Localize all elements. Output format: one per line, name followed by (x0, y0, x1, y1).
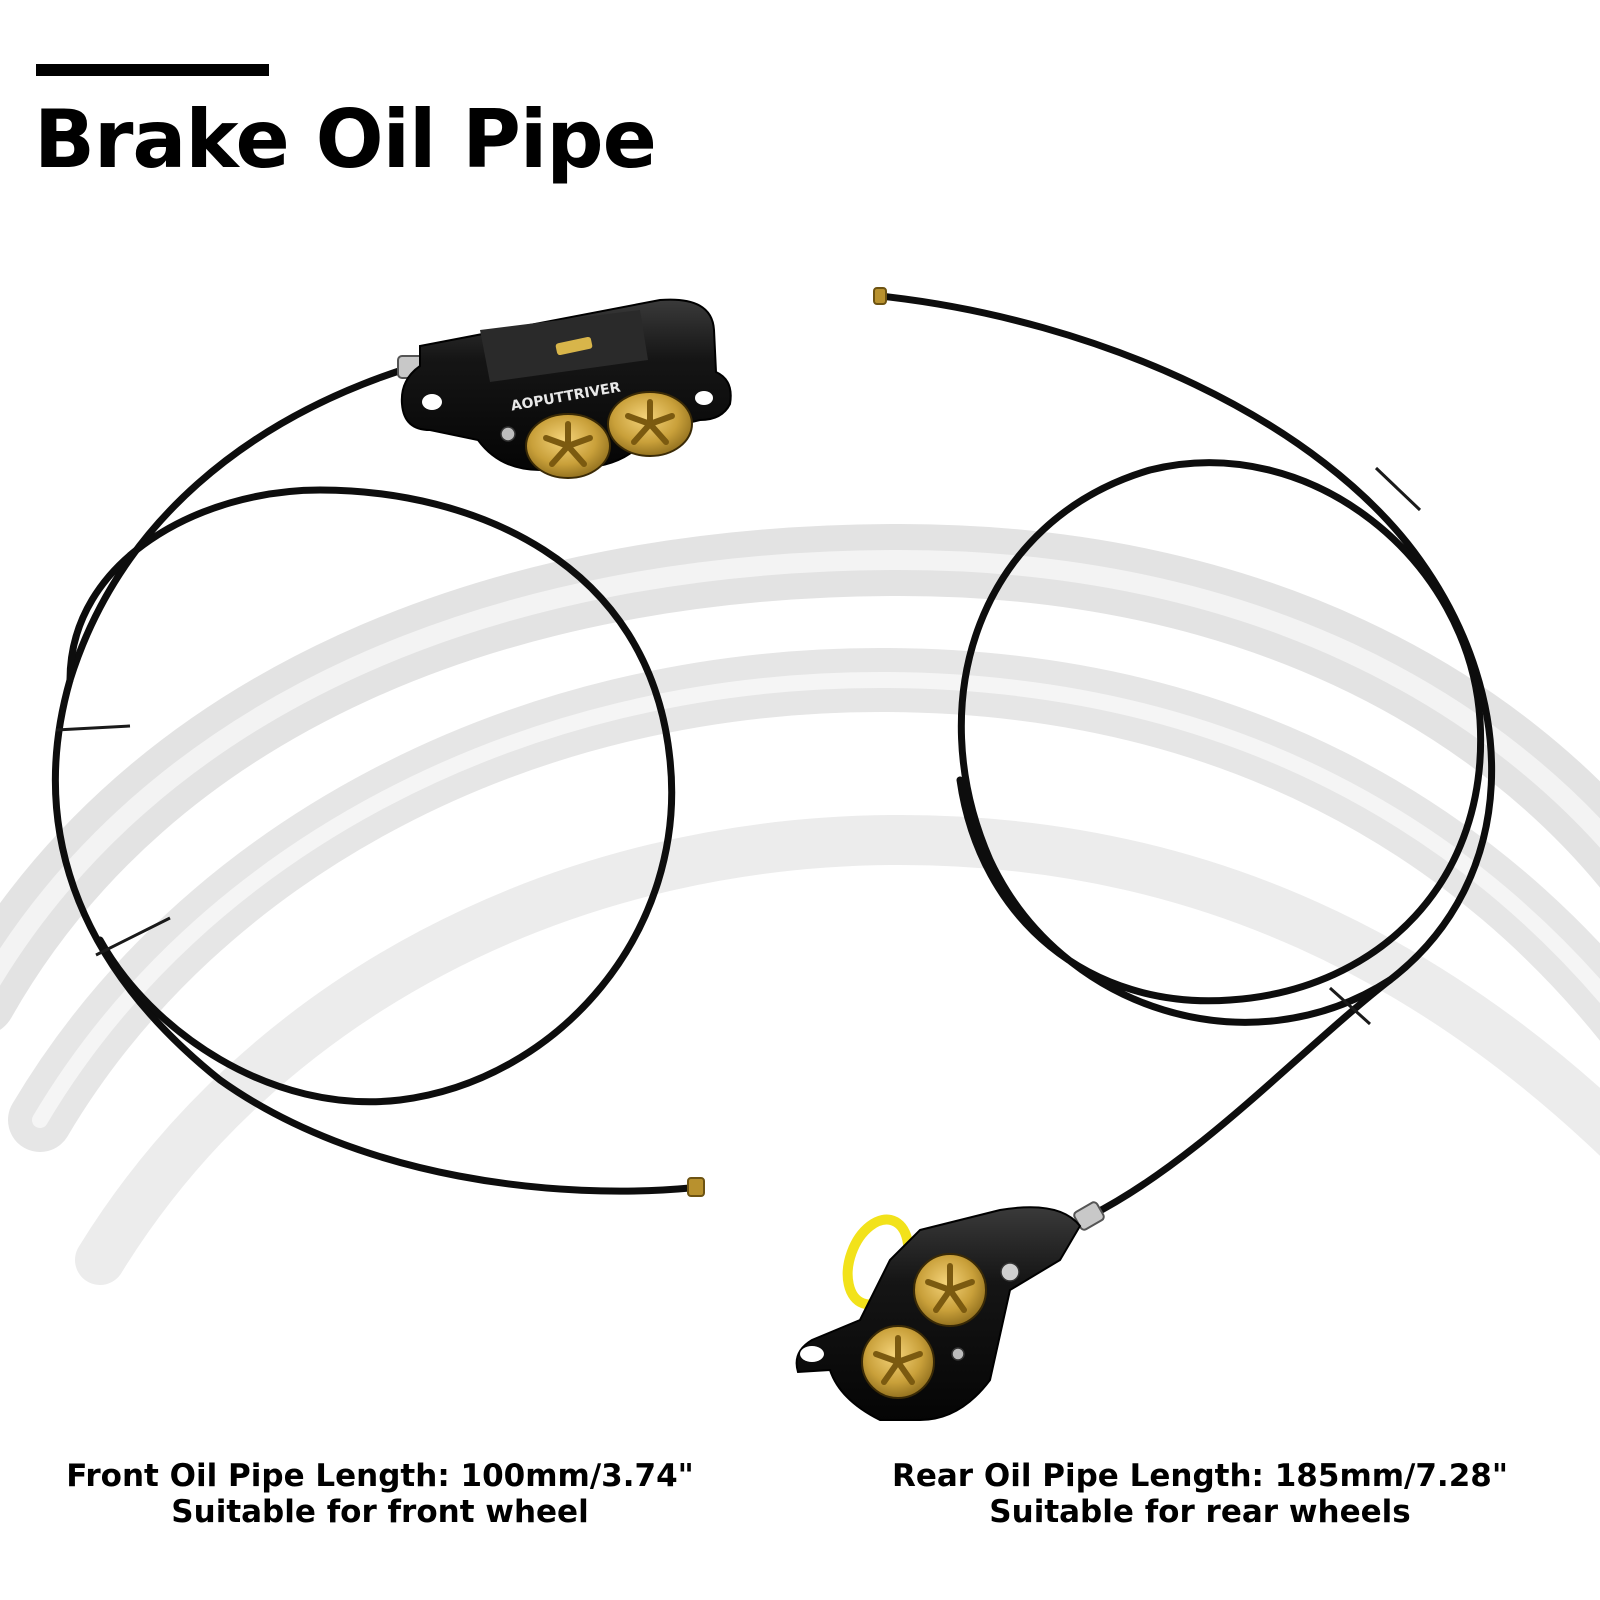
front-piston-right (607, 391, 693, 457)
title-accent-bar (36, 64, 269, 76)
front-cable-ties (55, 724, 171, 957)
page-title: Brake Oil Pipe (34, 93, 657, 186)
front-pipe-end-fitting (687, 1177, 705, 1197)
rear-piston-bottom (861, 1325, 935, 1399)
rear-pipe-caption: Rear Oil Pipe Length: 185mm/7.28" Suitab… (860, 1458, 1540, 1530)
front-piston-left (525, 413, 611, 479)
rear-cable-ties (1328, 466, 1422, 1026)
rear-pipe-usage: Suitable for rear wheels (989, 1494, 1411, 1530)
front-pipe-usage: Suitable for front wheel (171, 1494, 589, 1530)
rear-caliper (795, 1201, 1105, 1421)
rear-piston-top (913, 1253, 987, 1327)
front-pipe-caption: Front Oil Pipe Length: 100mm/3.74" Suita… (60, 1458, 700, 1530)
rear-pipe-end-fitting (873, 287, 887, 305)
rear-pipe-length: Rear Oil Pipe Length: 185mm/7.28" (891, 1458, 1509, 1494)
front-caliper: AOPUTTRIVER (397, 298, 732, 479)
front-oil-pipe (51, 366, 694, 1195)
rear-oil-pipe (876, 292, 1496, 1220)
front-pipe-length: Front Oil Pipe Length: 100mm/3.74" (66, 1458, 694, 1494)
background-hose (0, 523, 1600, 1285)
